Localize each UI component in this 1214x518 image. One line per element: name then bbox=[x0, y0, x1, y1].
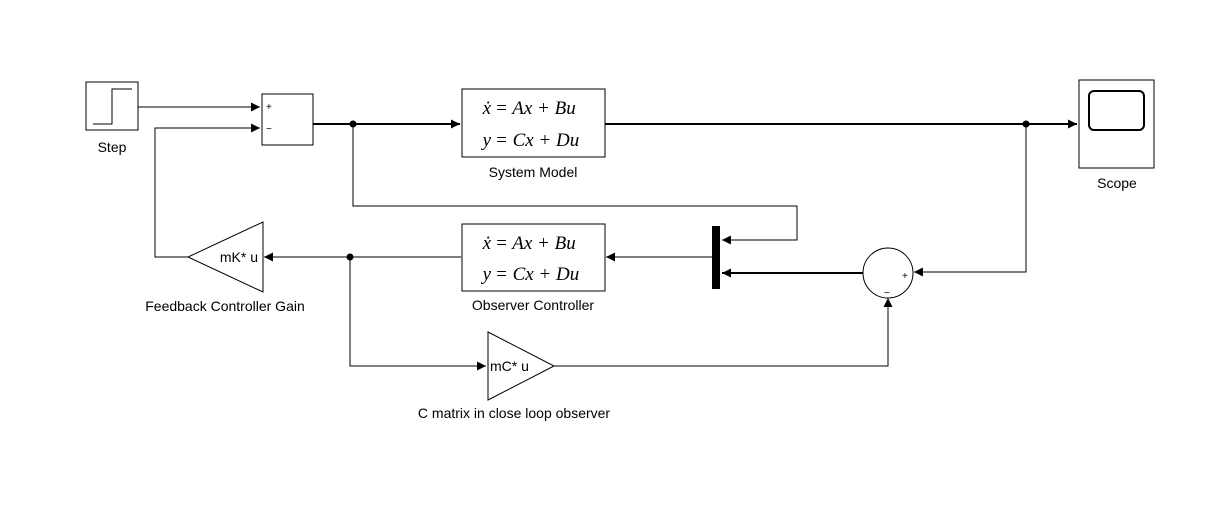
c-matrix-gain-block[interactable]: mC* u C matrix in close loop observer bbox=[418, 331, 611, 421]
output-equation-rhs: = Cx + Du bbox=[495, 264, 579, 285]
sum-block[interactable]: + − bbox=[261, 93, 314, 146]
c-matrix-gain-text: mC* u bbox=[490, 358, 529, 374]
mux-block[interactable] bbox=[712, 226, 720, 289]
feedback-gain-block[interactable]: mK* u Feedback Controller Gain bbox=[145, 221, 305, 314]
system-model-block[interactable]: ẋ = Ax + Bu y = Cx + Du System Model bbox=[461, 88, 606, 180]
output-equation-lhs: y bbox=[481, 130, 492, 151]
sum-minus-sign: − bbox=[266, 124, 272, 135]
state-equation-rhs: = Ax + Bu bbox=[495, 98, 576, 119]
round-sum-block[interactable]: + − bbox=[862, 247, 914, 299]
observer-controller-label: Observer Controller bbox=[472, 297, 594, 313]
scope-screen-icon bbox=[1088, 90, 1145, 131]
step-icon bbox=[93, 88, 132, 125]
sum-plus-sign: + bbox=[266, 102, 272, 113]
branch-point bbox=[349, 120, 357, 128]
system-model-label: System Model bbox=[489, 164, 578, 180]
wires bbox=[138, 102, 1077, 371]
feedback-gain-label: Feedback Controller Gain bbox=[145, 298, 305, 314]
step-block[interactable]: Step bbox=[85, 81, 139, 155]
feedback-gain-text: mK* u bbox=[220, 249, 258, 265]
branch-point bbox=[346, 253, 354, 261]
round-sum-circle[interactable] bbox=[862, 247, 914, 299]
system-model-box[interactable] bbox=[461, 88, 606, 158]
wire-xhat-to-cgain bbox=[349, 257, 486, 371]
wire-u-to-mux bbox=[352, 124, 798, 245]
scope-label: Scope bbox=[1097, 175, 1137, 191]
state-equation-lhs: ẋ bbox=[482, 233, 492, 254]
c-matrix-gain-label: C matrix in close loop observer bbox=[418, 405, 611, 421]
state-equation-rhs: = Ax + Bu bbox=[495, 233, 576, 254]
output-equation-lhs: y bbox=[481, 264, 492, 285]
observer-controller-block[interactable]: ẋ = Ax + Bu y = Cx + Du Observer Control… bbox=[461, 223, 606, 313]
wire-feedback-to-sum bbox=[154, 123, 260, 258]
sum-box[interactable] bbox=[261, 93, 314, 146]
scope-block[interactable]: Scope bbox=[1078, 79, 1155, 191]
output-equation-rhs: = Cx + Du bbox=[495, 130, 579, 151]
wire-cgain-to-sum2 bbox=[554, 298, 893, 367]
round-sum-minus-sign: − bbox=[884, 288, 890, 299]
feedback-gain-triangle[interactable] bbox=[186, 221, 264, 293]
wire-y-to-sum2 bbox=[914, 124, 1027, 277]
round-sum-plus-sign: + bbox=[902, 271, 908, 282]
c-matrix-gain-triangle[interactable] bbox=[487, 331, 556, 401]
state-equation-lhs: ẋ bbox=[482, 98, 492, 119]
observer-controller-box[interactable] bbox=[461, 223, 606, 292]
branch-point bbox=[1022, 120, 1030, 128]
step-label: Step bbox=[98, 139, 127, 155]
